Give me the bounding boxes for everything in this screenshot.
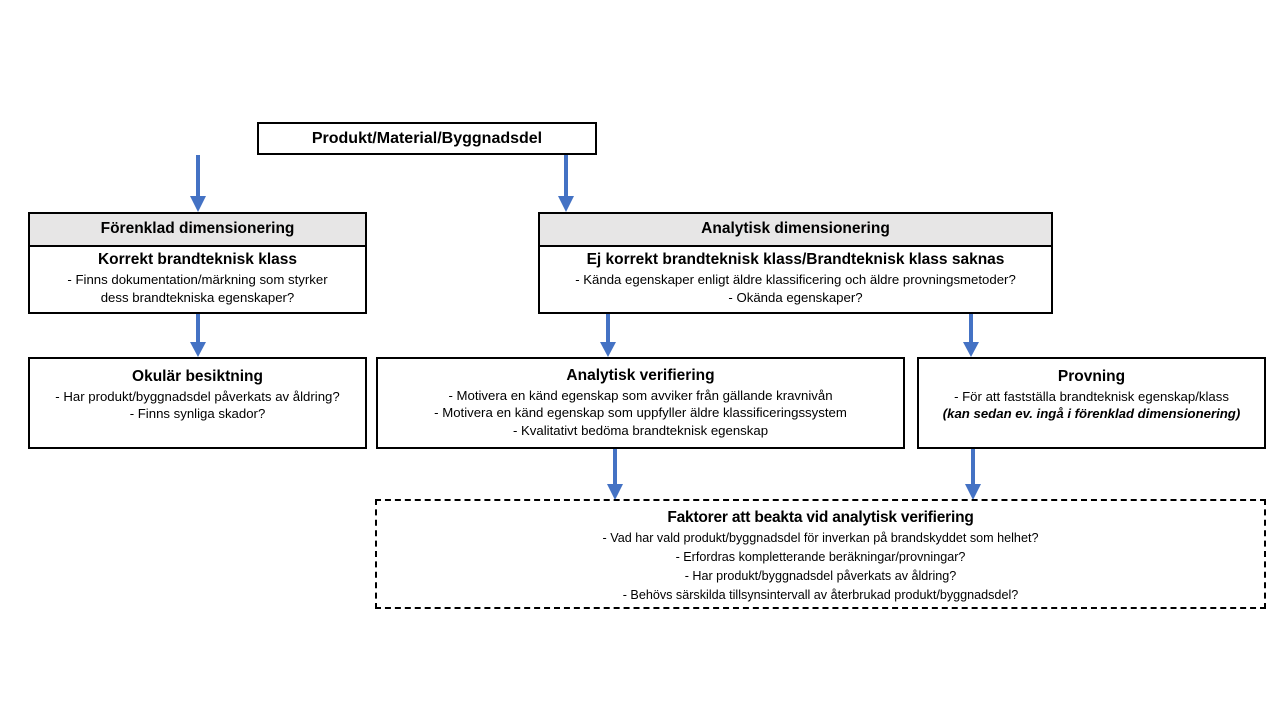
- node-verifiering-body: Analytisk verifiering - Motivera en känd…: [378, 359, 903, 446]
- node-forenklad-band: Förenklad dimensionering: [30, 214, 365, 248]
- connector-root-to-analytisk: [556, 155, 576, 213]
- node-analytisk-title: Ej korrekt brandteknisk klass/Brandtekni…: [586, 251, 1005, 269]
- node-verifiering-line-1: - Motivera en känd egenskap som avviker …: [448, 387, 833, 403]
- node-forenklad-lines: - Finns dokumentation/märkning som styrk…: [36, 271, 359, 306]
- node-forenklad-line-2: dess brandtekniska egenskaper?: [100, 289, 295, 305]
- node-root-label: Produkt/Material/Byggnadsdel: [311, 129, 543, 147]
- connector-root-to-forenklad: [188, 155, 208, 213]
- node-provning-title: Provning: [1057, 368, 1126, 385]
- node-forenklad-dimensionering[interactable]: Förenklad dimensionering Korrekt brandte…: [28, 212, 367, 314]
- node-analytisk-verifiering[interactable]: Analytisk verifiering - Motivera en känd…: [376, 357, 905, 449]
- node-verifiering-title: Analytisk verifiering: [566, 367, 715, 384]
- node-provning-line-1: - För att fastställa brandteknisk egensk…: [954, 388, 1229, 404]
- node-provning-body: Provning - För att fastställa brandtekni…: [919, 359, 1264, 429]
- node-verifiering-line-3: - Kvalitativt bedöma brandteknisk egensk…: [512, 423, 769, 438]
- node-verifiering-lines: - Motivera en känd egenskap som avviker …: [384, 387, 897, 440]
- connector-analytisk-to-verifiering: [598, 314, 618, 358]
- node-faktorer-title: Faktorer att beakta vid analytisk verifi…: [667, 509, 974, 526]
- node-provning[interactable]: Provning - För att fastställa brandtekni…: [917, 357, 1266, 449]
- node-verifiering-line-2: - Motivera en känd egenskap som uppfylle…: [434, 405, 847, 421]
- node-forenklad-title: Korrekt brandteknisk klass: [97, 251, 297, 269]
- node-faktorer-line-4: - Behövs särskilda tillsynsintervall av …: [622, 588, 1019, 603]
- node-analytisk-lines: - Kända egenskaper enligt äldre klassifi…: [546, 271, 1045, 306]
- node-faktorer-line-2: - Erfordras kompletterande beräkningar/p…: [675, 550, 966, 565]
- node-analytisk-body: Ej korrekt brandteknisk klass/Brandtekni…: [540, 247, 1051, 312]
- node-analytisk-line-1: - Kända egenskaper enligt äldre klassifi…: [575, 272, 1016, 288]
- node-forenklad-line-1: - Finns dokumentation/märkning som styrk…: [67, 272, 328, 288]
- node-provning-line-2: (kan sedan ev. ingå i förenklad dimensio…: [942, 406, 1241, 422]
- connector-provning-to-faktorer: [963, 449, 983, 501]
- node-faktorer-body: Faktorer att beakta vid analytisk verifi…: [377, 501, 1264, 611]
- node-forenklad-body: Korrekt brandteknisk klass - Finns dokum…: [30, 247, 365, 312]
- connector-verifiering-to-faktorer: [605, 449, 625, 501]
- node-faktorer-lines: - Vad har vald produkt/byggnadsdel för i…: [383, 529, 1258, 606]
- node-okular-body: Okulär besiktning - Har produkt/byggnads…: [30, 359, 365, 429]
- node-faktorer-line-3: - Har produkt/byggnadsdel påverkats av å…: [684, 569, 957, 584]
- node-okular-besiktning[interactable]: Okulär besiktning - Har produkt/byggnads…: [28, 357, 367, 449]
- node-okular-title: Okulär besiktning: [132, 368, 263, 385]
- node-faktorer-line-1: - Vad har vald produkt/byggnadsdel för i…: [602, 530, 1039, 545]
- node-produkt-material-byggnadsdel[interactable]: Produkt/Material/Byggnadsdel: [257, 122, 597, 155]
- node-analytisk-dimensionering[interactable]: Analytisk dimensionering Ej korrekt bran…: [538, 212, 1053, 314]
- node-analytisk-line-2: - Okända egenskaper?: [728, 289, 863, 305]
- connector-forenklad-to-okular: [188, 314, 208, 358]
- node-analytisk-band: Analytisk dimensionering: [540, 214, 1051, 248]
- node-provning-lines: - För att fastställa brandteknisk egensk…: [925, 388, 1258, 423]
- node-okular-line-2: - Finns synliga skador?: [129, 406, 266, 422]
- node-faktorer-att-beakta[interactable]: Faktorer att beakta vid analytisk verifi…: [375, 499, 1266, 609]
- node-okular-lines: - Har produkt/byggnadsdel påverkats av å…: [36, 388, 359, 423]
- node-okular-line-1: - Har produkt/byggnadsdel påverkats av å…: [55, 388, 340, 404]
- connector-analytisk-to-provning: [961, 314, 981, 358]
